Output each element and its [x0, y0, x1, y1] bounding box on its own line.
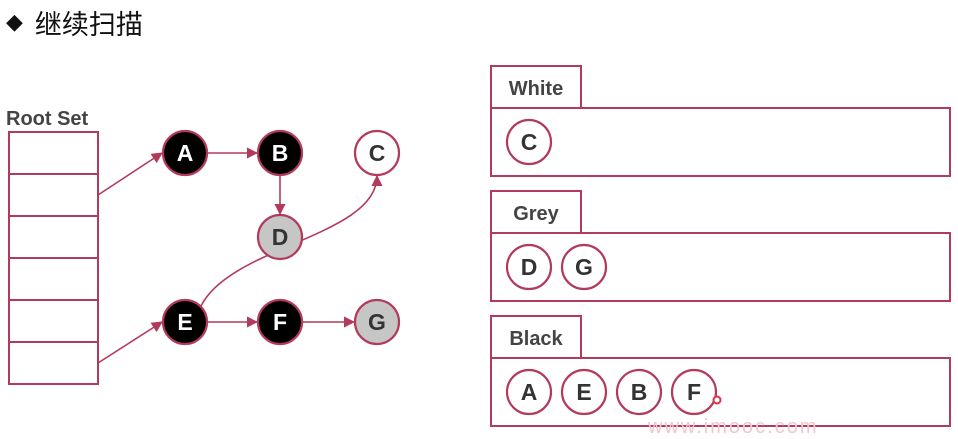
set-member-g: G [560, 243, 608, 291]
reference-edges [97, 147, 383, 364]
set-member-circle [560, 368, 608, 416]
set-member-label: A [521, 379, 538, 405]
node-label: G [368, 309, 386, 335]
node-e: E [161, 298, 209, 346]
node-circle [161, 129, 209, 177]
node-circle [353, 298, 401, 346]
set-member-label: B [631, 379, 648, 405]
set-tab-label: White [509, 78, 563, 100]
root-set-label: Root Set [6, 108, 89, 130]
set-member-e: E [560, 368, 608, 416]
node-label: E [177, 309, 192, 335]
root-reference-arrow [97, 321, 163, 364]
node-label: C [369, 140, 386, 166]
set-member-label: C [521, 129, 538, 155]
node-label: B [272, 140, 289, 166]
set-tab-label: Grey [513, 203, 559, 225]
node-circle [161, 298, 209, 346]
root-set-slot [8, 215, 99, 259]
node-label: D [272, 224, 289, 250]
root-set-slot [8, 131, 99, 175]
set-tab [490, 190, 582, 234]
set-member-label: E [576, 379, 591, 405]
node-circle [353, 129, 401, 177]
set-member-circle [505, 118, 553, 166]
set-tab-label: Black [509, 328, 563, 350]
set-member-circle [615, 368, 663, 416]
root-reference-arrow [97, 152, 163, 196]
object-nodes: A B C D E F G [161, 129, 401, 346]
slide-title: ◆ 继续扫描 [6, 4, 143, 41]
set-member-d: D [505, 243, 553, 291]
root-set-slot [8, 173, 99, 217]
set-body [490, 232, 951, 302]
pointer-dot-icon [712, 395, 722, 405]
set-member-circle [505, 243, 553, 291]
node-b: B [256, 129, 304, 177]
set-member-label: F [687, 379, 701, 405]
root-set-slot [8, 257, 99, 301]
node-f: F [256, 298, 304, 346]
node-circle [256, 213, 304, 261]
set-member-c: C [505, 118, 553, 166]
watermark-text: www.imooc.com [648, 416, 819, 438]
set-body [490, 107, 951, 177]
node-label: A [177, 140, 194, 166]
root-set-slot [8, 299, 99, 343]
node-d: D [256, 213, 304, 261]
node-label: F [273, 309, 287, 335]
set-member-b: B [615, 368, 663, 416]
set-member-label: G [575, 254, 593, 280]
set-member-circle [560, 243, 608, 291]
set-tab [490, 315, 582, 359]
node-circle [256, 129, 304, 177]
diamond-bullet-icon: ◆ [6, 9, 23, 35]
set-member-f: F [670, 368, 718, 416]
set-member-label: D [521, 254, 538, 280]
node-c: C [353, 129, 401, 177]
root-set-slot [8, 341, 99, 385]
set-member-a: A [505, 368, 553, 416]
set-member-circle [670, 368, 718, 416]
set-member-circle [505, 368, 553, 416]
node-a: A [161, 129, 209, 177]
node-circle [256, 298, 304, 346]
node-g: G [353, 298, 401, 346]
root-set: Root Set [6, 108, 99, 385]
slide-title-text: 继续扫描 [34, 9, 143, 41]
